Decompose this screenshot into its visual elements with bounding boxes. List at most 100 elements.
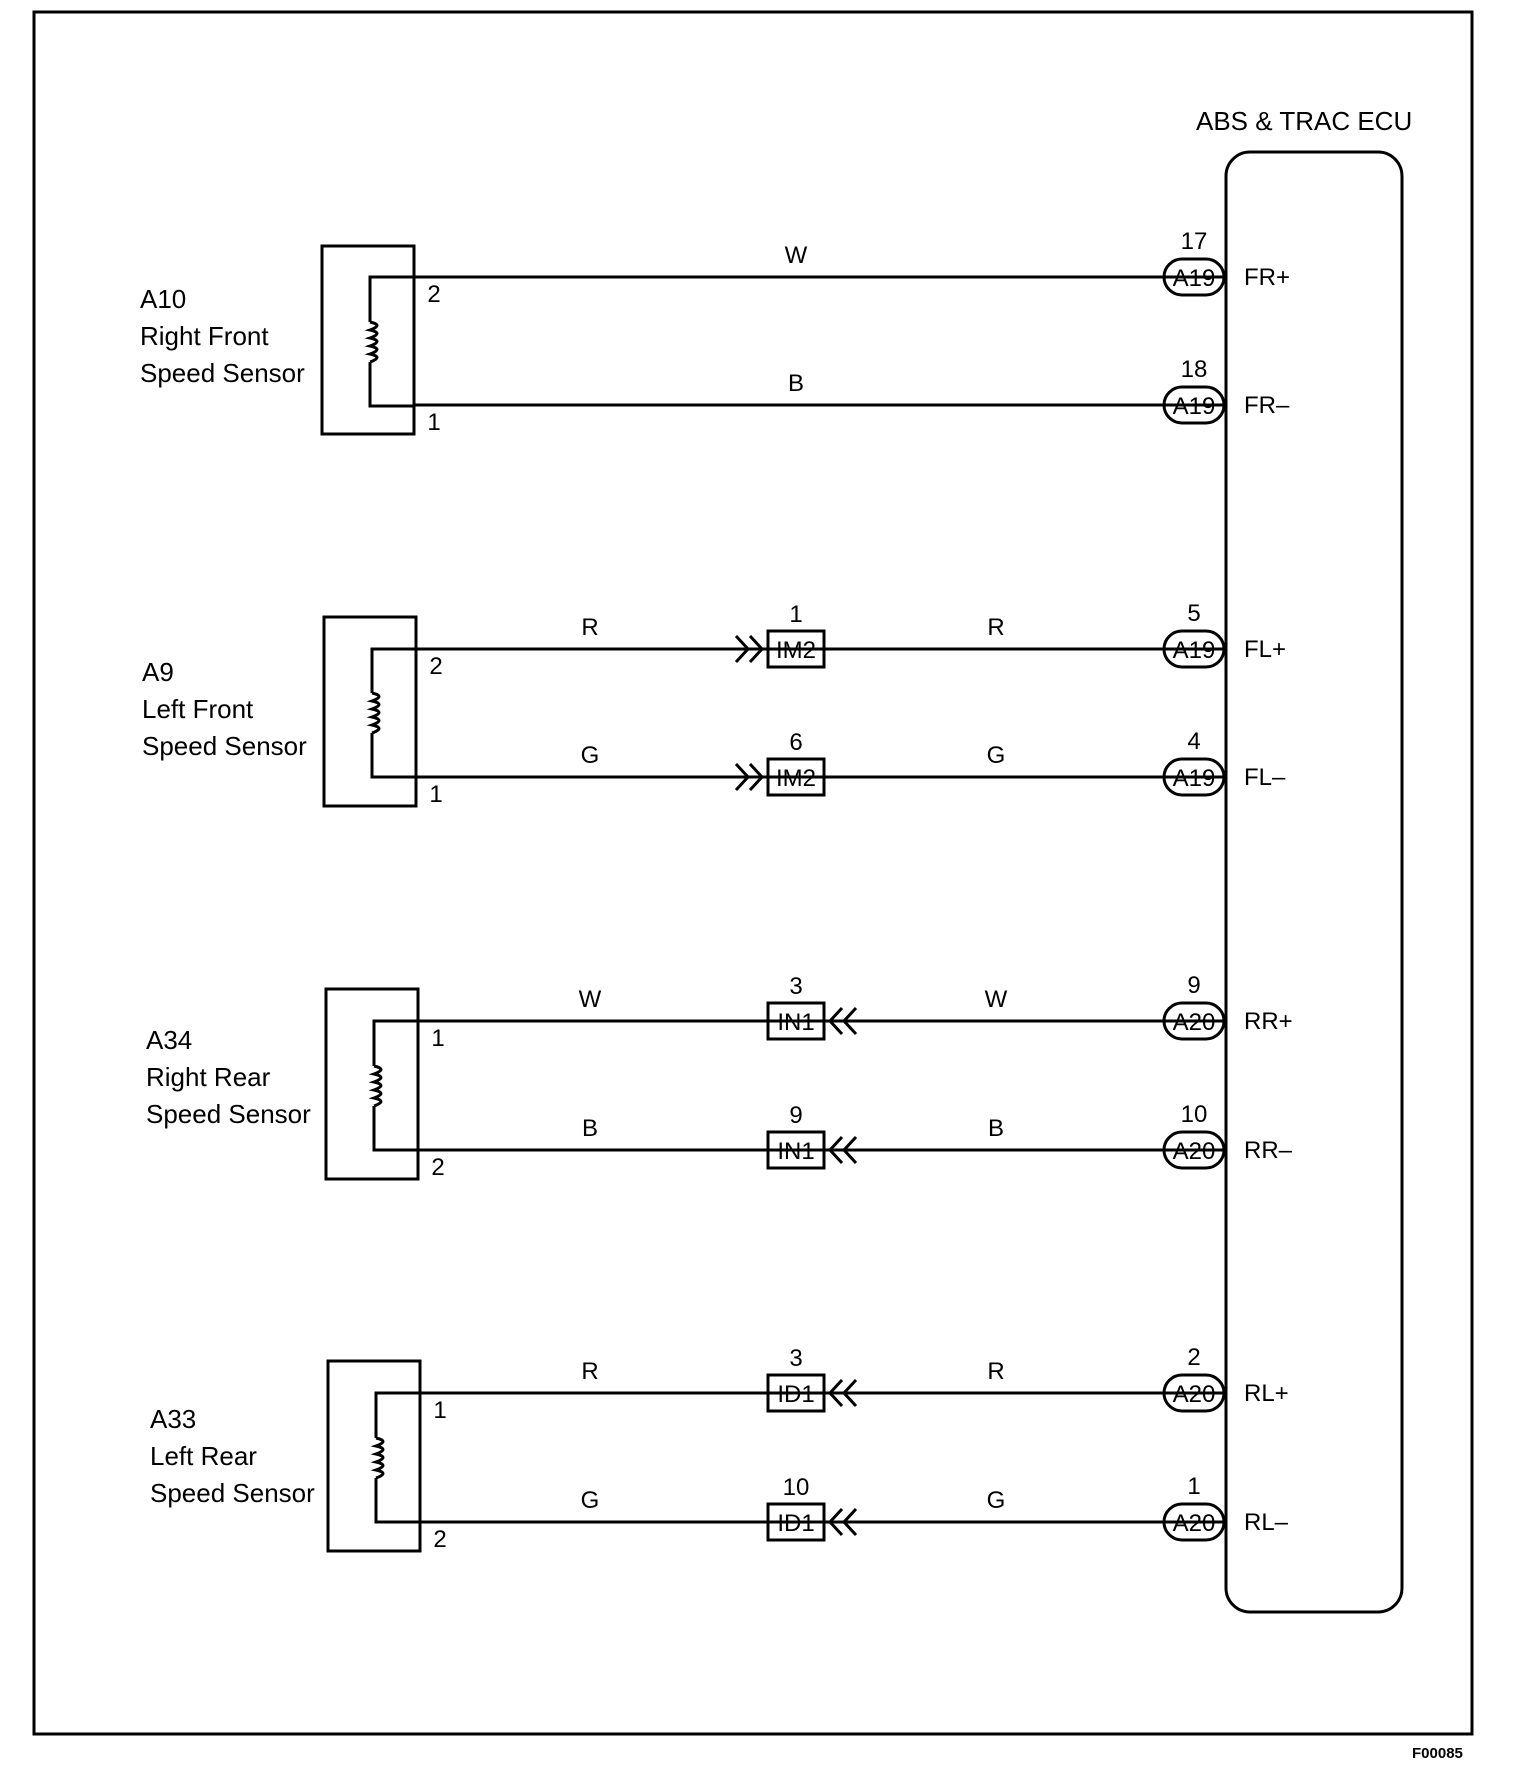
- sensor-pin-label: 1: [429, 781, 442, 808]
- junction-connector-box: [766, 1502, 826, 1542]
- wire-row-3: [416, 629, 1226, 669]
- ecu-signal-label: RR–: [1244, 1137, 1293, 1164]
- wire-color-left: R: [581, 614, 598, 641]
- junction-connector-label: IM2: [776, 637, 816, 664]
- ecu-signal-label: FL+: [1244, 636, 1286, 663]
- connector-chevron-icon: [827, 1378, 858, 1408]
- junction-pin-label: 6: [789, 729, 802, 756]
- wire-row-4: [416, 757, 1226, 797]
- sensor-a9-type: Speed Sensor: [142, 731, 307, 761]
- junction-connector-box: [766, 1001, 826, 1041]
- sensor-a34-id: A34: [146, 1025, 192, 1055]
- junction-connector-label: IN1: [777, 1009, 814, 1036]
- wire-row-1: [414, 257, 1226, 297]
- ecu-connector-label: A20: [1173, 1510, 1216, 1537]
- sensor-a33-name: Left Rear: [150, 1441, 257, 1471]
- ecu-signal-label: RL+: [1244, 1380, 1289, 1407]
- figure-id: F00085: [1412, 1745, 1463, 1762]
- ecu-pin-label: 9: [1187, 972, 1200, 999]
- ecu-connector-pill: [1162, 1502, 1226, 1542]
- wire-color-left: G: [581, 742, 600, 769]
- wire-color-right: G: [987, 742, 1006, 769]
- ecu-signal-label: FL–: [1244, 764, 1286, 791]
- junction-connector-label: IN1: [777, 1138, 814, 1165]
- junction-pin-label: 3: [789, 1345, 802, 1372]
- ecu-connector-pill: [1162, 1130, 1226, 1170]
- sensor-pin-label: 1: [433, 1397, 446, 1424]
- sensor-pin-label: 2: [429, 653, 442, 680]
- wire-row-6: [418, 1130, 1226, 1170]
- wire-row-5: [418, 1001, 1226, 1041]
- wire-color-left: R: [581, 1358, 598, 1385]
- ecu-signal-label: RL–: [1244, 1509, 1289, 1536]
- sensor-pin-label: 1: [431, 1025, 444, 1052]
- ecu-signal-label: RR+: [1244, 1008, 1293, 1035]
- ecu-box: [1224, 150, 1404, 1614]
- sensor-a10-name: Right Front: [140, 321, 269, 351]
- sensor-a9-box: [322, 615, 418, 808]
- junction-connector-label: ID1: [777, 1510, 814, 1537]
- sensor-a33-id: A33: [150, 1404, 196, 1434]
- wire-color-left: B: [582, 1115, 598, 1142]
- junction-pin-label: 10: [783, 1474, 810, 1501]
- connector-chevron-icon: [734, 634, 765, 664]
- wire-color-right: B: [988, 1115, 1004, 1142]
- ecu-pin-label: 5: [1187, 600, 1200, 627]
- junction-connector-label: ID1: [777, 1381, 814, 1408]
- junction-connector-box: [766, 1130, 826, 1170]
- ecu-pin-label: 4: [1187, 728, 1200, 755]
- wire-color-label: W: [785, 242, 808, 269]
- ecu-connector-label: A20: [1173, 1009, 1216, 1036]
- junction-pin-label: 1: [789, 601, 802, 628]
- ecu-connector-pill: [1162, 1373, 1226, 1413]
- connector-chevron-icon: [827, 1507, 858, 1537]
- sensor-a34-type: Speed Sensor: [146, 1099, 311, 1129]
- wire-row-2: [414, 385, 1226, 425]
- wire-color-right: R: [987, 1358, 1004, 1385]
- sensor-a10-box: [320, 244, 416, 436]
- sensor-pin-label: 1: [427, 409, 440, 436]
- ecu-pin-label: 10: [1181, 1101, 1208, 1128]
- wire-color-right: G: [987, 1487, 1006, 1514]
- wire-row-7: [420, 1373, 1226, 1413]
- ecu-title: ABS & TRAC ECU: [1196, 106, 1412, 136]
- ecu-connector-pill: [1162, 629, 1226, 669]
- ecu-connector-pill: [1162, 385, 1226, 425]
- junction-connector-box: [766, 757, 826, 797]
- ecu-connector-label: A19: [1173, 393, 1216, 420]
- sensor-a34-box: [324, 987, 420, 1181]
- ecu-pin-label: 1: [1187, 1473, 1200, 1500]
- ecu-connector-pill: [1162, 1001, 1226, 1041]
- ecu-connector-label: A20: [1173, 1138, 1216, 1165]
- sensor-a33-type: Speed Sensor: [150, 1478, 315, 1508]
- junction-connector-box: [766, 629, 826, 669]
- sensor-a33-box: [326, 1359, 422, 1553]
- sensor-pin-label: 2: [427, 281, 440, 308]
- ecu-pin-label: 17: [1181, 228, 1208, 255]
- connector-chevron-icon: [734, 762, 765, 792]
- sensor-a10-id: A10: [140, 284, 186, 314]
- sensor-a9-name: Left Front: [142, 694, 254, 724]
- connector-chevron-icon: [827, 1135, 858, 1165]
- ecu-connector-label: A19: [1173, 265, 1216, 292]
- ecu-connector-label: A19: [1173, 765, 1216, 792]
- junction-pin-label: 9: [789, 1102, 802, 1129]
- sensor-a9-id: A9: [142, 657, 174, 687]
- junction-pin-label: 3: [789, 973, 802, 1000]
- sensor-pin-label: 2: [431, 1154, 444, 1181]
- ecu-connector-pill: [1162, 757, 1226, 797]
- wire-color-right: W: [985, 986, 1008, 1013]
- wire-color-right: R: [987, 614, 1004, 641]
- sensor-a10-type: Speed Sensor: [140, 358, 305, 388]
- wire-color-left: G: [581, 1487, 600, 1514]
- ecu-signal-label: FR+: [1244, 264, 1290, 291]
- sensor-a34-name: Right Rear: [146, 1062, 271, 1092]
- ecu-pin-label: 18: [1181, 356, 1208, 383]
- connector-chevron-icon: [827, 1006, 858, 1036]
- wire-color-label: B: [788, 370, 804, 397]
- sensor-pin-label: 2: [433, 1526, 446, 1553]
- ecu-connector-label: A19: [1173, 637, 1216, 664]
- wire-row-8: [420, 1502, 1226, 1542]
